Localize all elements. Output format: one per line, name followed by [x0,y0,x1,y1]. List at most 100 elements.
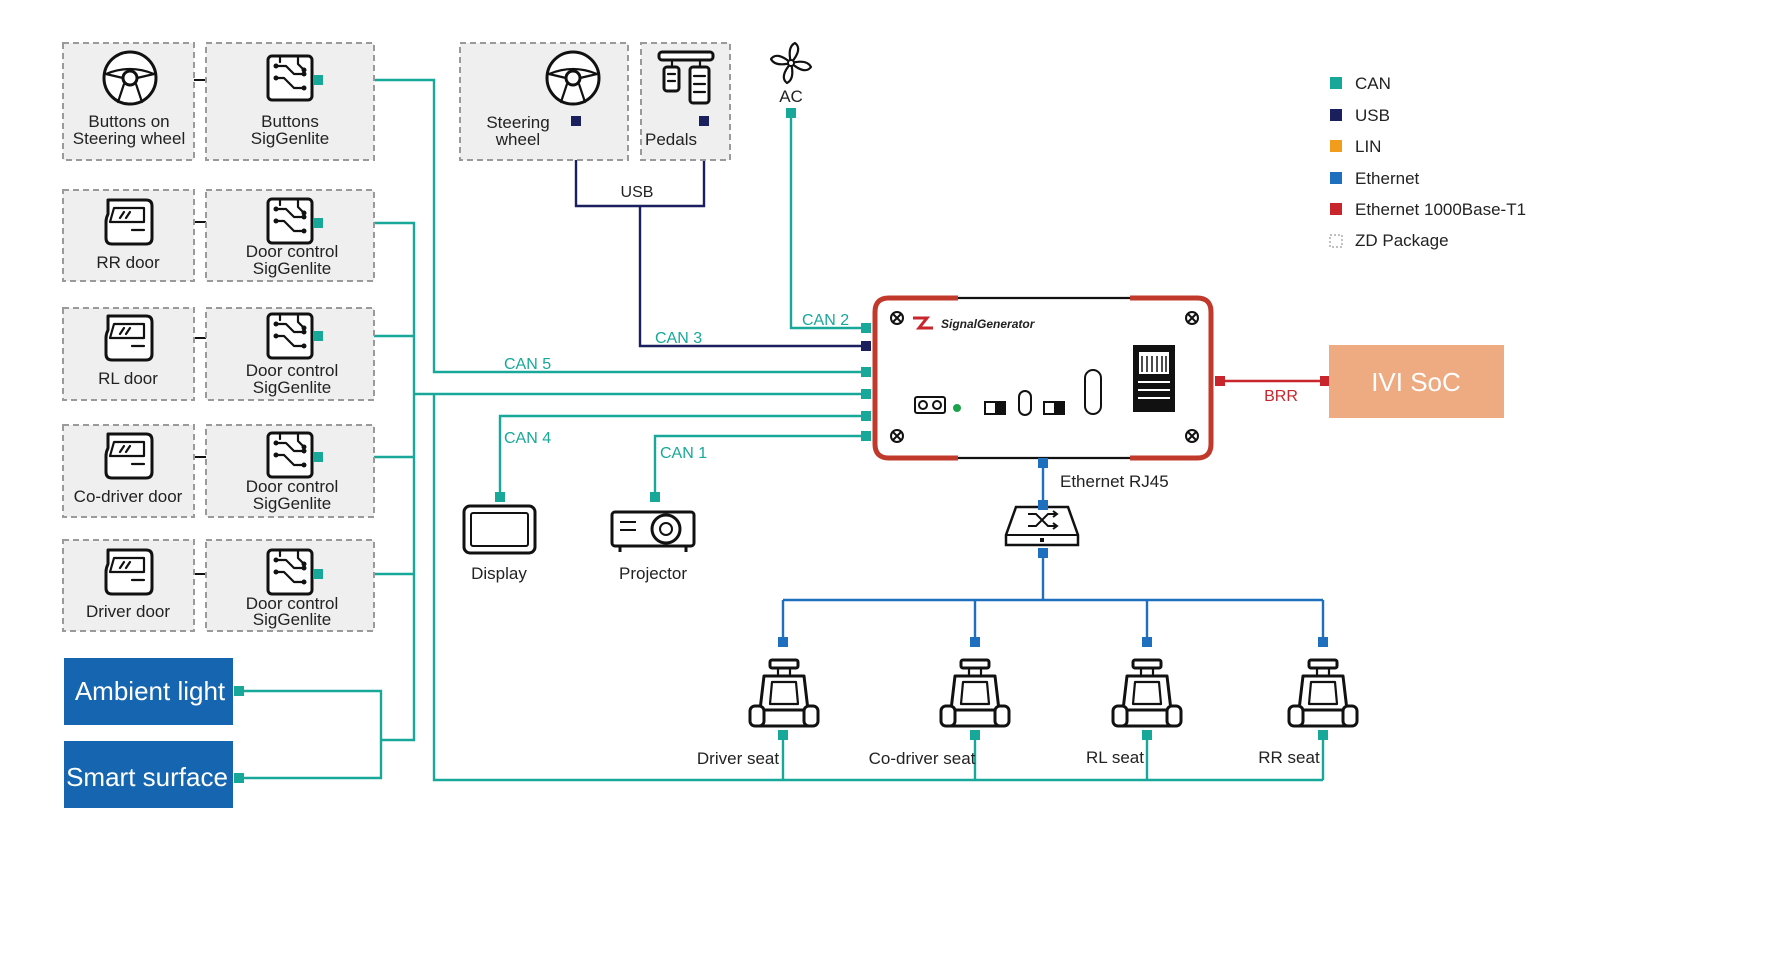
switch-icon[interactable] [984,401,1006,415]
legend-ethernet-t1-label: Ethernet 1000Base-T1 [1355,200,1526,219]
circuit-board-icon [266,312,314,360]
zd-rl-door-siggenlite[interactable]: Door control SigGenlite [205,307,375,401]
usb-bus-label: USB [621,184,654,201]
zd-pedals[interactable]: Pedals [640,42,731,161]
legend-can-swatch [1330,77,1342,89]
car-door-icon [104,198,154,246]
seat-icon [939,658,1011,728]
driver-seat-node[interactable]: Driver seat [697,637,820,768]
projector-icon [610,510,696,552]
rr-seat-label: RR seat [1258,748,1320,767]
ambient-light-box[interactable]: Ambient light [64,658,244,725]
seat-icon [1287,658,1359,728]
zd-buttons-siggenlite[interactable]: Buttons SigGenlite [205,42,375,161]
seat-icon [748,658,820,728]
steering-wheel-label-2: wheel [495,130,540,149]
door-control-label-1: Door control [246,361,339,380]
car-door-icon [104,548,154,596]
can3-label: CAN 3 [655,330,702,347]
smart-surface-box[interactable]: Smart surface [64,741,244,808]
can4-label: CAN 4 [504,430,551,447]
steering-wheel-icon [102,50,158,106]
codriver-seat-node[interactable]: Co-driver seat [869,637,1011,768]
zd-rr-door-siggenlite[interactable]: Door control SigGenlite [205,189,375,282]
signal-generator[interactable]: SignalGenerator [861,295,1225,468]
door-control-label-2: SigGenlite [253,494,331,513]
legend-lin-label: LIN [1355,137,1381,156]
seat-icon [1111,658,1183,728]
ethernet-rj45-label: Ethernet RJ45 [1060,472,1169,491]
rj45-port-icon[interactable] [1133,345,1175,412]
brand-logo-icon [913,316,933,330]
pedals-icon [657,50,715,105]
projector-node[interactable]: Projector [610,492,696,583]
legend-zd-swatch [1329,234,1343,248]
legend-ethernet-label: Ethernet [1355,169,1420,188]
rl-seat-label: RL seat [1086,748,1144,767]
zd-codriver-door-siggenlite[interactable]: Door control SigGenlite [205,424,375,518]
pedals-label: Pedals [645,130,697,149]
circuit-board-icon [266,197,314,245]
rl-seat-node[interactable]: RL seat [1086,637,1183,767]
legend: CAN USB LIN Ethernet Ethernet 1000Base-T… [1329,74,1526,250]
steering-buttons-label-2: Steering wheel [73,129,185,148]
ac-node[interactable]: AC [769,41,813,118]
steering-buttons-label-1: Buttons on [88,112,169,131]
codriver-seat-label: Co-driver seat [869,749,976,768]
ivi-soc-box[interactable]: IVI SoC [1320,345,1504,418]
fan-icon [769,41,813,85]
smart-surface-label: Smart surface [66,762,228,792]
display-label: Display [471,564,527,583]
rl-door-label: RL door [98,369,158,388]
legend-usb-label: USB [1355,106,1390,125]
legend-lin-swatch [1330,140,1342,152]
power-connector-icon [914,396,946,414]
door-control-label-2: SigGenlite [253,378,331,397]
zd-driver-door-siggenlite[interactable]: Door control SigGenlite [205,539,375,632]
door-control-label-1: Door control [246,242,339,261]
driver-seat-label: Driver seat [697,749,779,768]
zd-steering-wheel[interactable]: Steering wheel [459,42,629,161]
circuit-board-icon [266,54,314,102]
car-door-icon [104,314,154,362]
rr-door-label: RR door [96,253,160,272]
rr-seat-node[interactable]: RR seat [1258,637,1359,767]
status-led-icon [953,404,961,412]
signal-generator-logo-text: SignalGenerator [941,317,1036,331]
usb-c-port-icon[interactable] [1018,390,1032,416]
zd-steering-buttons[interactable]: Buttons on Steering wheel [62,42,195,161]
ethernet-wires [781,460,1325,642]
door-control-label-2: SigGenlite [253,259,331,278]
steering-wheel-icon [545,50,601,106]
legend-ethernet-t1-swatch [1330,203,1342,215]
zd-rl-door[interactable]: RL door [62,307,195,401]
can2-label: CAN 2 [802,312,849,329]
legend-can-label: CAN [1355,74,1391,93]
zd-driver-door[interactable]: Driver door [62,539,195,632]
ac-label: AC [779,87,803,106]
projector-label: Projector [619,564,687,583]
ambient-light-label: Ambient light [75,676,226,706]
display-node[interactable]: Display [462,492,537,583]
ivi-soc-label: IVI SoC [1371,367,1461,397]
buttons-siggenlite-label-1: Buttons [261,112,319,131]
door-control-label-1: Door control [246,477,339,496]
buttons-siggenlite-label-2: SigGenlite [251,129,329,148]
ethernet-switch[interactable] [1004,500,1080,558]
usb-wires [574,121,866,348]
steering-wheel-label-1: Steering [486,113,549,132]
legend-usb-swatch [1330,109,1342,121]
zd-codriver-door[interactable]: Co-driver door [62,424,195,518]
zd-rr-door[interactable]: RR door [62,189,195,282]
circuit-board-icon [266,431,314,479]
screw-icon [890,429,904,443]
switch-icon[interactable] [1043,401,1065,415]
display-icon [462,504,537,555]
screw-icon [1185,311,1199,325]
driver-door-label: Driver door [86,602,170,621]
car-door-icon [104,432,154,480]
screw-icon [890,311,904,325]
can1-label: CAN 1 [660,445,707,462]
legend-ethernet-swatch [1330,172,1342,184]
usb-c-port-icon[interactable] [1084,369,1102,415]
